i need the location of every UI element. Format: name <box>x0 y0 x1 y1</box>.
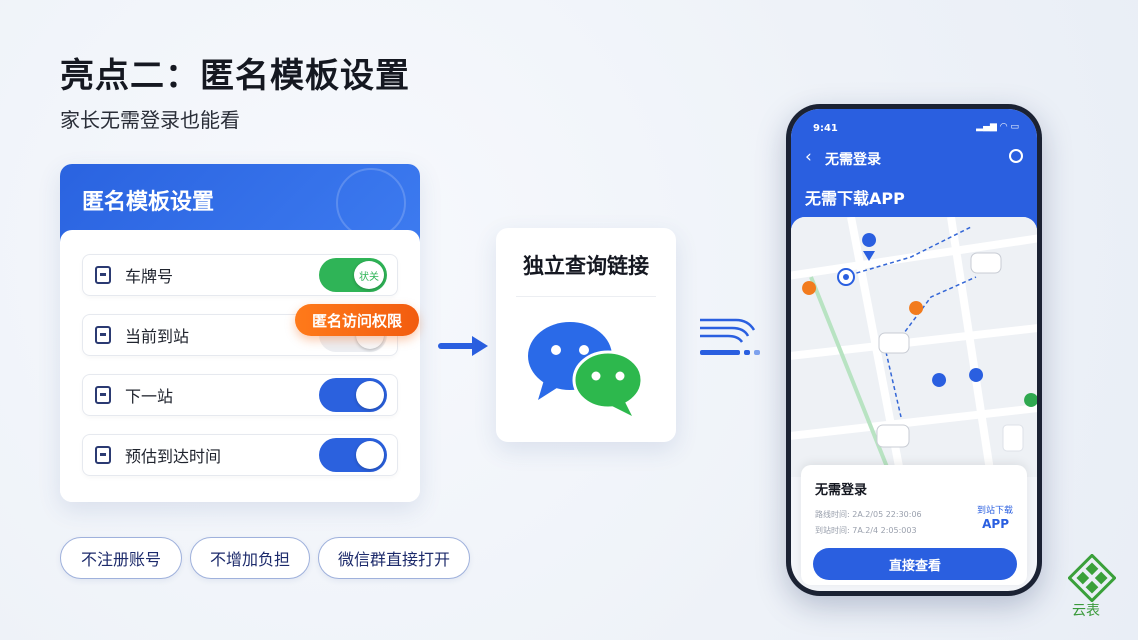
route-time-text: 路线时间: 2A.2/05 22:30:06 <box>815 510 922 519</box>
bell-icon[interactable] <box>1009 149 1023 163</box>
download-link-line1[interactable]: 到站下载 <box>976 506 1013 516</box>
logo-text: 云表 <box>1072 603 1100 619</box>
yunbiao-logo-icon <box>1068 554 1116 602</box>
route-map[interactable] <box>791 217 1037 477</box>
compass-decoration-icon <box>336 168 406 238</box>
link-card-title: 独立查询链接 <box>523 254 649 278</box>
pill-no-register: 不注册账号 <box>60 537 182 579</box>
setting-row-eta: 预估到达时间 <box>82 434 398 476</box>
list-icon <box>95 386 111 404</box>
clipboard-icon <box>95 326 111 344</box>
toggle-knob <box>356 381 384 409</box>
download-link-line2[interactable]: APP <box>982 517 1009 531</box>
shield-check-icon <box>95 446 111 464</box>
page-subtitle: 家长无需登录也能看 <box>60 108 240 132</box>
arrival-time-text: 到站时间: 7A.2/4 2:05:003 <box>815 526 917 535</box>
sheet-title: 无需登录 <box>815 483 868 498</box>
eta-toggle[interactable] <box>319 438 387 472</box>
right-arrow-icon <box>438 336 488 356</box>
setting-label: 预估到达时间 <box>125 447 222 466</box>
info-sheet: 无需登录 路线时间: 2A.2/05 22:30:06 到站时间: 7A.2/4… <box>801 465 1027 585</box>
phone-nav-title: 无需登录 <box>825 152 881 168</box>
setting-row-plate: 车牌号 状关 <box>82 254 398 296</box>
independent-link-card[interactable]: 独立查询链接 <box>496 228 676 442</box>
toggle-knob <box>356 441 384 469</box>
plate-toggle[interactable]: 状关 <box>319 258 387 292</box>
card-body: 车牌号 状关 当前到站 下一站 预估到达时间 <box>60 230 420 502</box>
setting-label: 车牌号 <box>125 267 174 286</box>
card-title: 匿名模板设置 <box>82 190 215 215</box>
bag-icon <box>95 266 111 284</box>
phone-mockup: 9:41 ▂▄▆ ◠ ▭ ‹ 无需登录 无需下载APP <box>786 104 1042 596</box>
pill-no-burden: 不增加负担 <box>190 537 310 579</box>
next-stop-toggle[interactable] <box>319 378 387 412</box>
setting-row-next-stop: 下一站 <box>82 374 398 416</box>
setting-label: 当前到站 <box>125 327 190 346</box>
wechat-icon <box>528 322 644 416</box>
back-chevron-icon[interactable]: ‹ <box>805 147 812 167</box>
phone-hero-text: 无需下载APP <box>805 189 905 208</box>
signal-waves-icon <box>700 318 760 355</box>
status-icons: ▂▄▆ ◠ ▭ <box>976 122 1019 132</box>
page-title: 亮点二：匿名模板设置 <box>60 56 410 96</box>
view-directly-button[interactable]: 直接查看 <box>813 548 1017 580</box>
map-canvas <box>791 217 1037 477</box>
status-time: 9:41 <box>813 123 838 134</box>
divider <box>516 296 656 297</box>
setting-label: 下一站 <box>125 387 174 406</box>
pill-wechat-open: 微信群直接打开 <box>318 537 470 579</box>
toggle-knob: 状关 <box>354 261 384 289</box>
anonymous-access-badge: 匿名访问权限 <box>295 304 419 336</box>
phone-screen: 9:41 ▂▄▆ ◠ ▭ ‹ 无需登录 无需下载APP <box>791 109 1037 591</box>
